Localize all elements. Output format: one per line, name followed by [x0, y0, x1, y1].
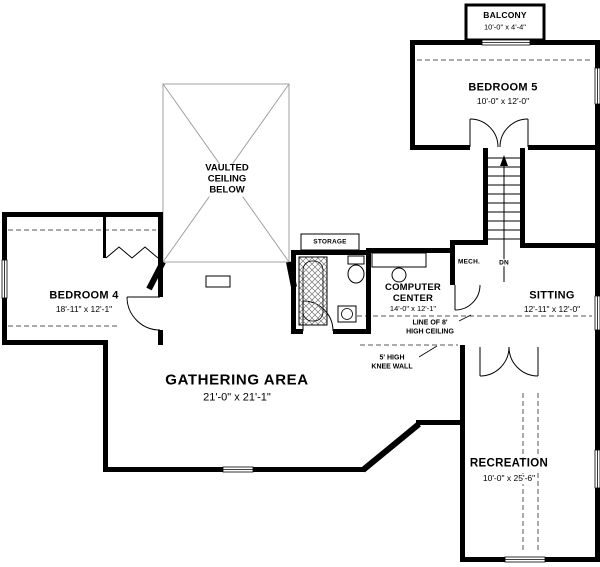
- tub-icon: [298, 256, 328, 326]
- room-label-storage: STORAGE: [313, 238, 347, 246]
- annotation-knee-wall: 5' HIGH KNEE WALL: [370, 354, 414, 372]
- vaulted-line-1: VAULTED: [205, 162, 249, 174]
- dashed-ceiling-lines: [8, 59, 592, 553]
- room-label-gathering-name: GATHERING AREA: [165, 371, 309, 389]
- room-label-sitting-name: SITTING: [529, 289, 575, 302]
- walls-diagonal: [146, 260, 421, 473]
- room-label-balcony-dims: 10'-0" x 4'-4": [484, 22, 526, 32]
- tub-basin-icon: [302, 260, 324, 322]
- toilet-tank-icon: [347, 255, 365, 265]
- bath-fixtures-group: [298, 255, 365, 326]
- windows-group: [1, 39, 600, 563]
- vaulted-shelf: [205, 275, 231, 288]
- toilet-bowl-icon: [347, 264, 365, 284]
- annotation-8ft-ceiling: LINE OF 8' HIGH CEILING: [405, 319, 455, 337]
- computer-line-2: CENTER: [392, 292, 434, 304]
- room-label-computer-center: COMPUTER CENTER 14'-0" x 12'-1": [385, 281, 441, 313]
- storage-closet-outline: [300, 233, 360, 251]
- stair-direction-arrow: [500, 155, 508, 166]
- stairs-down-label: DN: [497, 259, 511, 267]
- knee-wall-line-2: KNEE WALL: [371, 363, 413, 370]
- vaulted-line-3: BELOW: [209, 184, 245, 196]
- room-label-bedroom5-dims: 10'-0" x 12'-0": [476, 96, 530, 107]
- room-label-recreation-name: RECREATION: [467, 457, 551, 471]
- room-label-sitting-dims: 12'-11" x 12'-0": [523, 304, 581, 315]
- computer-dims: 14'-0" x 12'-1": [389, 303, 437, 313]
- ceiling-note-line-2: HIGH CEILING: [406, 328, 454, 335]
- room-label-balcony-name: BALCONY: [483, 10, 527, 21]
- computer-line-1: COMPUTER: [385, 281, 441, 293]
- sink-bowl-icon: [341, 308, 353, 320]
- desk-icon: [371, 252, 427, 268]
- desk-chair-group: [371, 252, 427, 283]
- room-label-gathering-dims: 21'-0" x 21'-1": [203, 391, 271, 404]
- room-label-bedroom4-name: BEDROOM 4: [49, 289, 119, 302]
- room-label-bedroom4-dims: 18'-11" x 12'-1": [55, 304, 113, 315]
- bifold-doors: [105, 246, 159, 259]
- chair-icon: [391, 267, 407, 283]
- walls-group: [2, 40, 600, 562]
- room-label-bedroom5-name: BEDROOM 5: [468, 81, 538, 94]
- sink-vanity-icon: [337, 305, 357, 323]
- leader-lines-group: [418, 314, 472, 358]
- room-label-vaulted-ceiling: VAULTED CEILING BELOW: [203, 162, 251, 197]
- ceiling-note-line-1: LINE OF 8': [412, 319, 448, 327]
- room-label-recreation-dims: 10'-0" x 25'-6": [480, 473, 538, 484]
- room-label-mech: MECH.: [456, 258, 482, 266]
- knee-wall-line-1: 5' HIGH: [379, 354, 405, 362]
- vaulted-line-2: CEILING: [207, 173, 247, 185]
